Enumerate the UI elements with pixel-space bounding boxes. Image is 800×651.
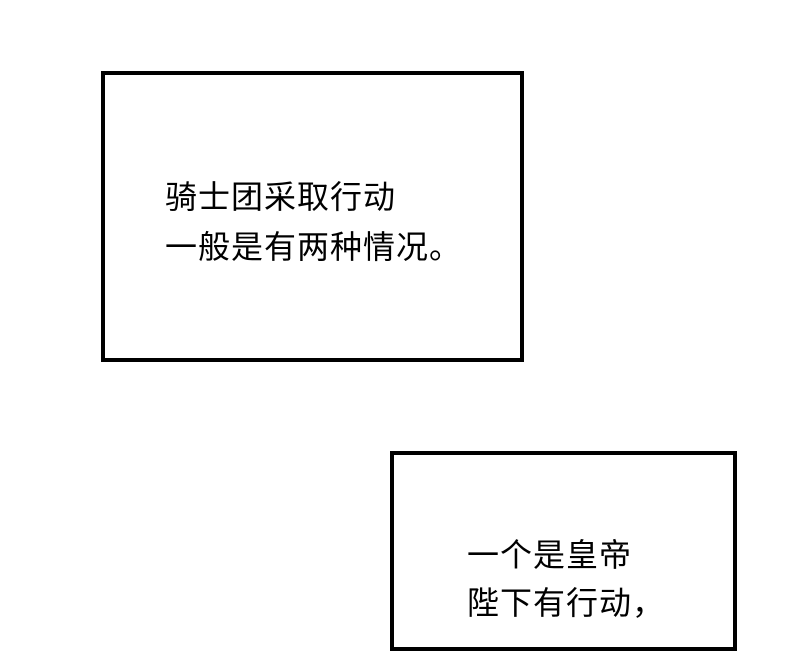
caption-box-2: 一个是皇帝 陛下有行动， — [390, 451, 737, 651]
caption-text-line: 骑士团采取行动 — [165, 178, 397, 216]
caption-text-line: 一个是皇帝 — [467, 536, 633, 574]
caption-text-line: 一般是有两种情况。 — [165, 228, 463, 266]
caption-box-1: 骑士团采取行动 一般是有两种情况。 — [101, 71, 524, 362]
caption-text-line: 陛下有行动， — [467, 584, 666, 622]
